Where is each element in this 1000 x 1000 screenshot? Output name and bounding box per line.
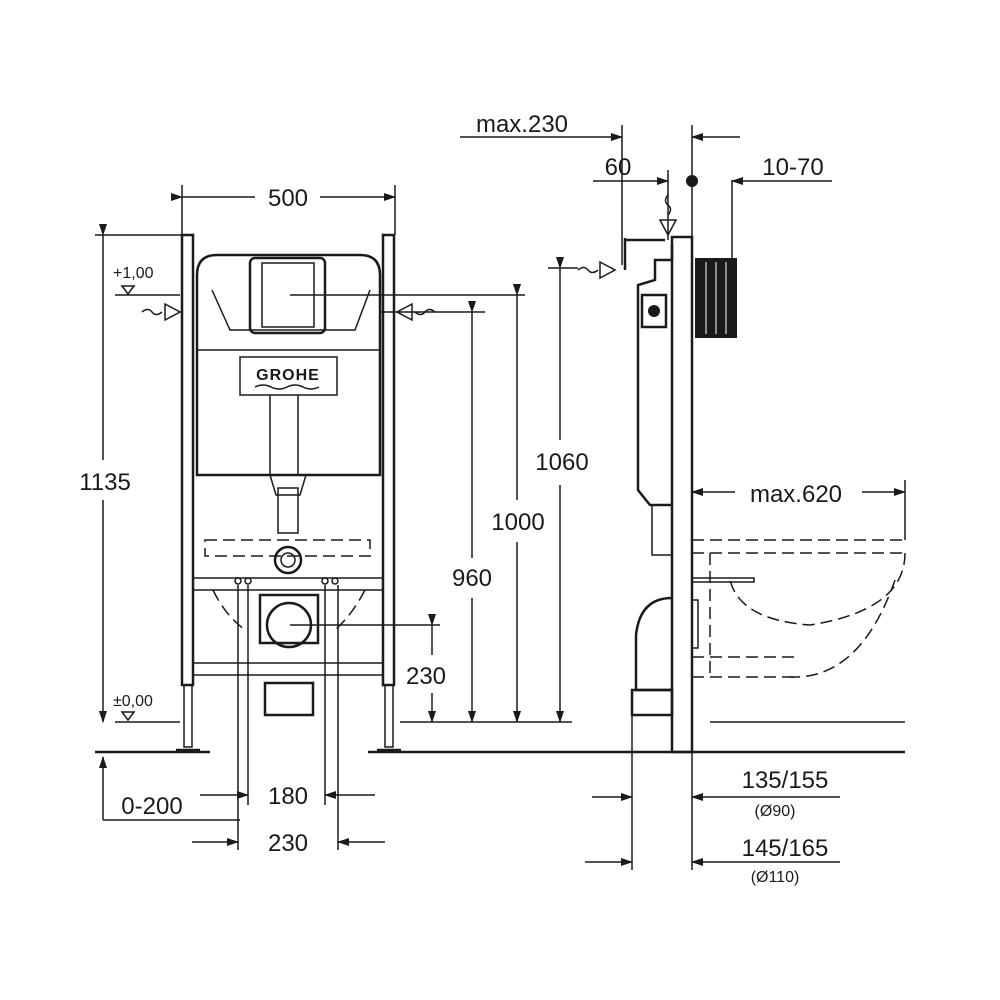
- cistern: GROHE: [195, 253, 382, 575]
- level-floor-label: ±0,00: [113, 693, 153, 710]
- dim-230-drain: 230: [406, 663, 446, 690]
- dim-230-bolts: 230: [268, 830, 308, 857]
- dim-max-620: max.620: [750, 481, 842, 508]
- pipe-90-label: (Ø90): [755, 803, 796, 820]
- dim-60: 60: [605, 154, 632, 181]
- dim-135-155: 135/155: [742, 767, 829, 794]
- cistern-side: [623, 238, 737, 717]
- dim-width-500: 500: [268, 185, 308, 212]
- dim-145-165: 145/165: [742, 835, 829, 862]
- dim-180: 180: [268, 783, 308, 810]
- level-top-label: +1,00: [113, 265, 154, 282]
- pipe-110-label: (Ø110): [751, 869, 800, 886]
- dim-1060: 1060: [535, 449, 588, 476]
- frame: [176, 233, 401, 752]
- brand-logo: GROHE: [256, 367, 320, 384]
- grohe-logo-plate: [239, 356, 338, 396]
- side-view: max.230 60 10-70 max.620 135/155 (Ø90) 1…: [460, 111, 906, 886]
- toilet-bowl-outline: [691, 539, 906, 723]
- drain-outlet: [212, 577, 366, 717]
- front-view: GROHE +1,00 ±0,00: [79, 185, 905, 857]
- dim-max-230: max.230: [476, 111, 568, 138]
- dimensions-side: max.230 60 10-70 max.620 135/155 (Ø90) 1…: [460, 111, 906, 886]
- dimensions-front: 500 1135 1060 1000 960 230 0-200: [79, 185, 589, 857]
- dim-10-70: 10-70: [762, 154, 823, 181]
- wall-frame: [670, 235, 694, 754]
- dim-1000: 1000: [491, 509, 544, 536]
- dim-0-200: 0-200: [121, 793, 182, 820]
- dim-960: 960: [452, 565, 492, 592]
- water-inlet-left-icon: [141, 302, 182, 322]
- water-inlet-side-icon: [577, 260, 617, 280]
- dim-height-1135: 1135: [79, 469, 131, 496]
